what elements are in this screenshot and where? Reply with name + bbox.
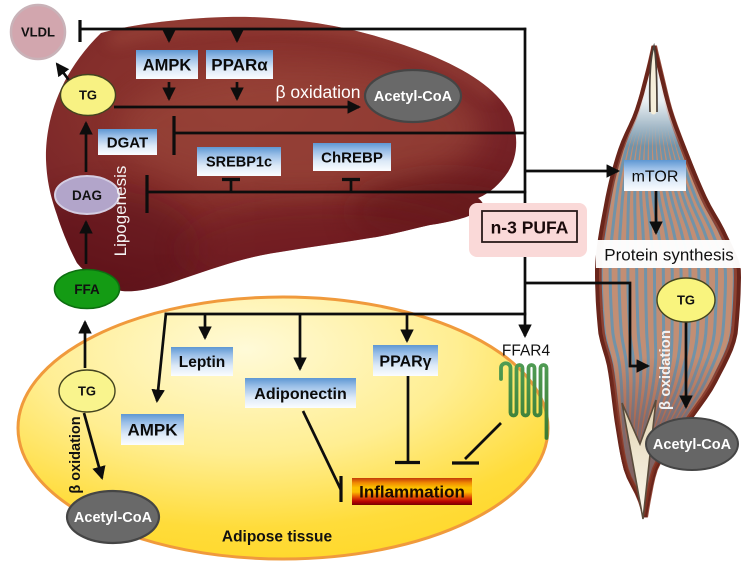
svg-text:DGAT: DGAT <box>107 134 148 151</box>
svg-text:PPARα: PPARα <box>211 56 268 75</box>
svg-text:SREBP1c: SREBP1c <box>206 155 272 171</box>
svg-text:β oxidation: β oxidation <box>276 82 361 102</box>
svg-text:ChREBP: ChREBP <box>321 149 383 166</box>
svg-text:Acetyl-CoA: Acetyl-CoA <box>74 510 153 526</box>
svg-text:FFA: FFA <box>74 282 100 297</box>
svg-text:Acetyl-CoA: Acetyl-CoA <box>374 89 453 105</box>
svg-text:Acetyl-CoA: Acetyl-CoA <box>653 437 732 453</box>
svg-text:Protein synthesis: Protein synthesis <box>604 246 733 265</box>
svg-text:TG: TG <box>78 384 96 399</box>
svg-text:Adiponectin: Adiponectin <box>254 386 346 403</box>
svg-text:AMPK: AMPK <box>127 421 178 440</box>
svg-text:TG: TG <box>677 293 695 308</box>
svg-text:mTOR: mTOR <box>632 168 679 185</box>
svg-text:Adipose tissue: Adipose tissue <box>222 529 333 546</box>
svg-text:β oxidation: β oxidation <box>68 416 84 493</box>
svg-text:DAG: DAG <box>72 188 102 203</box>
svg-text:AMPK: AMPK <box>143 56 192 74</box>
svg-text:Inflammation: Inflammation <box>359 483 465 502</box>
svg-text:β oxidation: β oxidation <box>657 330 674 410</box>
svg-text:n-3 PUFA: n-3 PUFA <box>491 218 569 238</box>
svg-text:Lipogenesis: Lipogenesis <box>111 166 130 257</box>
svg-text:VLDL: VLDL <box>21 25 55 40</box>
svg-text:PPARγ: PPARγ <box>379 353 431 370</box>
svg-text:Leptin: Leptin <box>179 354 226 371</box>
svg-text:FFAR4: FFAR4 <box>502 343 551 360</box>
svg-text:TG: TG <box>79 88 97 103</box>
